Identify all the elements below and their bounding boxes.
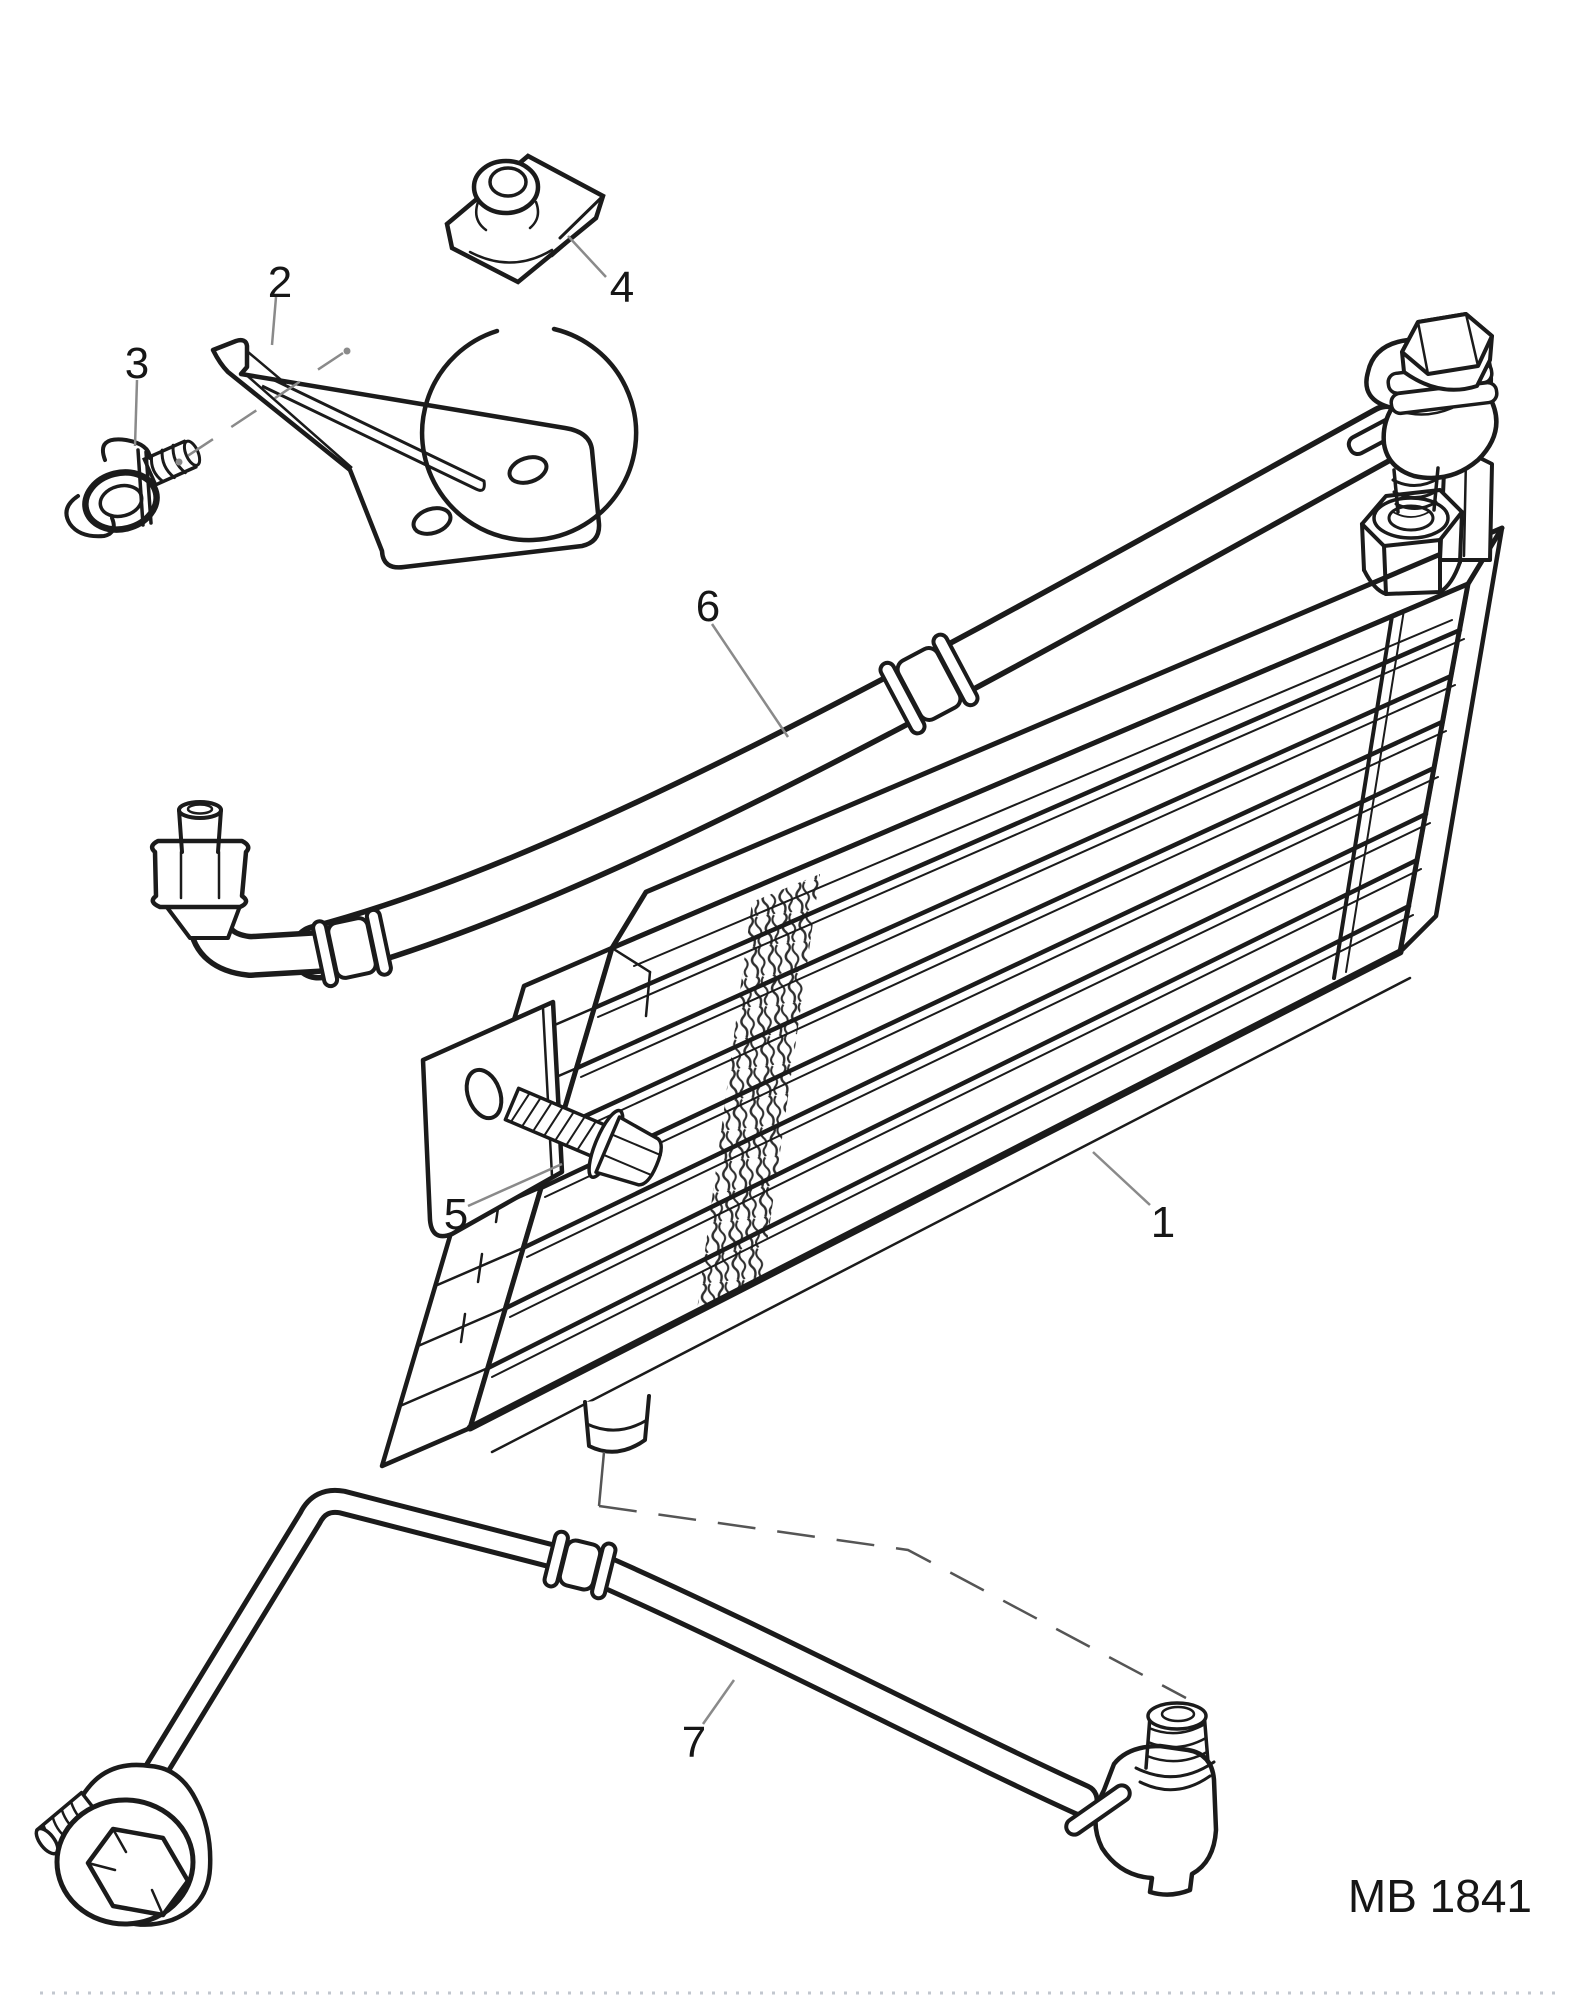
callout-labels: 1 2 3 4 5 6 7 [125,258,1175,1767]
callout-3-leader [133,379,139,447]
elbow-entry-collar [1064,1783,1132,1837]
lower-oil-cooler-pipe [34,1487,1219,1927]
upper-oil-cooler-hose [149,312,1499,989]
elbow-body [1093,1743,1219,1897]
spring-clip [444,153,606,285]
elbow-threaded-stub [1391,466,1441,514]
callout-5-label: 5 [444,1190,468,1239]
hose-left-collar [311,907,393,989]
elbow-threaded-stub [1144,1701,1210,1770]
cooler-tube-rows [485,619,1465,1378]
pipe-crimp-collar [542,1529,618,1601]
callout-6-leader [710,623,790,738]
hose-right-elbow-fitting [1346,312,1499,514]
figure-code: MB 1841 [1348,1870,1532,1922]
cooler-end-tank-divider [1332,614,1394,980]
callout-5-leader [467,1162,563,1208]
mounting-bracket [210,337,602,570]
elbow-hex-bolt-head [1400,312,1494,392]
pipe-right-elbow-fitting [1064,1701,1219,1897]
cooler-mounting-tab [420,999,565,1239]
callout-6-label: 6 [696,582,720,631]
leader-lines [133,235,1187,1725]
callout-2-leader [270,296,278,346]
clip-and-screw [64,437,202,539]
port-to-pipe-leader [597,1451,1187,1700]
cooler-bottom-edge [466,948,1404,1432]
cooler-top-port-nut [1360,488,1464,596]
tab-bolt-hole [464,1067,504,1121]
bracket-hole-upper [507,455,549,485]
bracket-hole-lower [411,506,453,536]
fitting-stub-pipe [177,808,223,854]
callout-3-label: 3 [125,339,149,388]
hose-crimp-collar [878,632,980,736]
cooler-bottom-port [583,1394,651,1454]
pipe-left-elbow-fitting [34,1762,213,1927]
callout-7-leader [701,1679,736,1725]
callout-4-leader [567,235,607,278]
bracket-clip-assembly-leader [175,347,351,466]
callout-4-label: 4 [610,263,634,312]
flange-bolt [503,1086,663,1187]
callout-1-label: 1 [1151,1198,1175,1247]
callout-1-leader [1092,1151,1151,1206]
detail-balloon [419,153,639,543]
callout-2-label: 2 [268,258,292,307]
fitting-cone [164,904,242,940]
callout-7-label: 7 [682,1718,706,1767]
fitting-hex-nut [149,838,251,910]
cooler-underside-edge [490,976,1412,1454]
oil-cooler [379,450,1505,1469]
detail-circle [419,326,639,543]
hose-left-elbow-fitting [149,800,393,989]
